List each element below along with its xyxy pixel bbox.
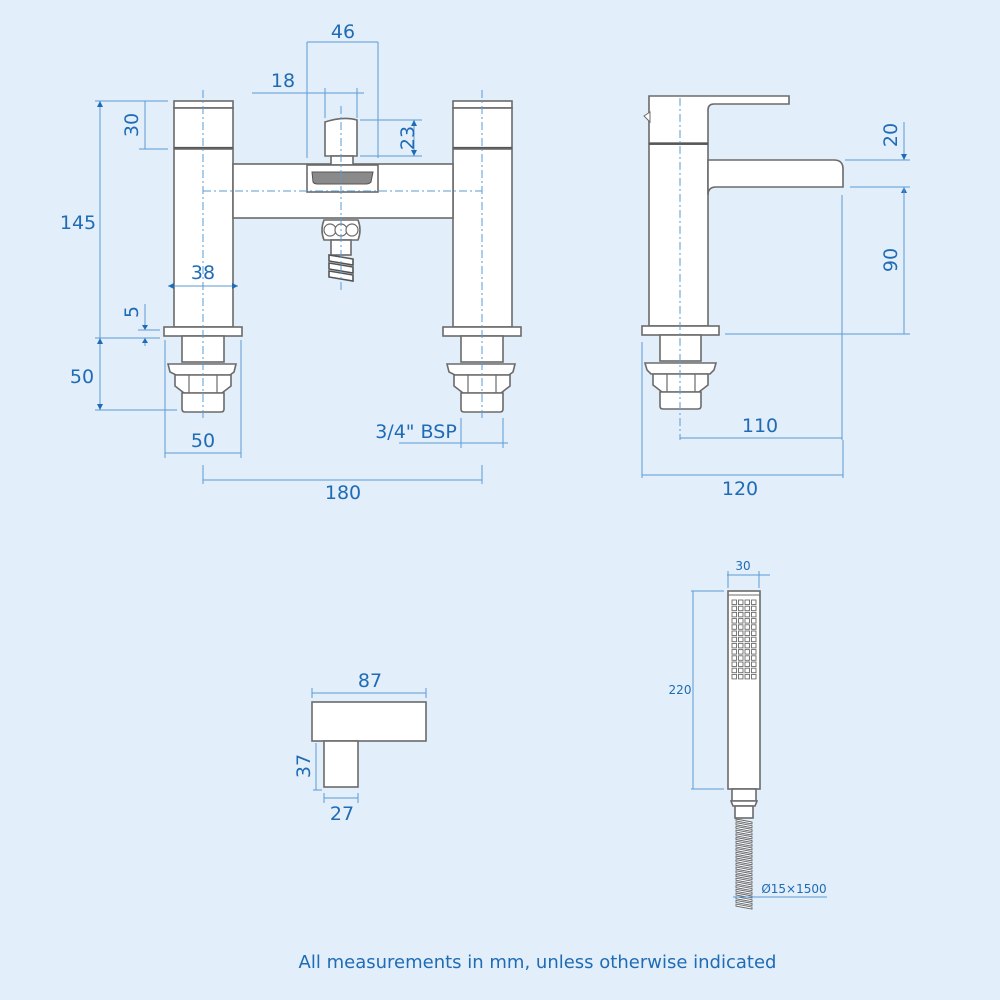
dim-220: 220 — [669, 683, 692, 697]
side-view: 20 90 110 120 — [641, 95, 910, 500]
diverter-stem — [330, 155, 354, 166]
handset-view: 30 220 Ø15×1500 — [669, 559, 827, 910]
dim-180: 180 — [325, 482, 361, 504]
dim-110: 110 — [742, 415, 778, 437]
dim-46: 46 — [331, 21, 355, 43]
handset-nut — [734, 805, 754, 819]
dim-20: 20 — [880, 123, 902, 147]
side-spout — [707, 159, 844, 196]
dim-87: 87 — [358, 670, 382, 692]
dim-90: 90 — [880, 248, 902, 272]
dim-23: 23 — [397, 126, 419, 150]
side-washer — [643, 362, 718, 375]
dim-5: 5 — [121, 306, 143, 318]
hose-icon — [735, 818, 753, 910]
dim-38: 38 — [191, 262, 215, 284]
handle-lever — [311, 701, 427, 742]
dim-50-height: 50 — [70, 366, 94, 388]
right-washer — [445, 363, 517, 376]
dim-120: 120 — [722, 478, 758, 500]
handset-body — [727, 590, 761, 790]
dim-37: 37 — [293, 754, 315, 778]
front-view: 46 18 23 30 145 38 5 — [60, 21, 522, 504]
side-tail-end — [659, 391, 702, 410]
dim-30-handset: 30 — [735, 559, 750, 573]
dim-hose: Ø15×1500 — [761, 882, 826, 896]
dim-18: 18 — [271, 70, 295, 92]
dim-27: 27 — [330, 803, 354, 825]
diverter-knob — [324, 117, 358, 157]
dim-50-width: 50 — [191, 430, 215, 452]
spray-nozzle-grid-icon — [731, 599, 757, 680]
left-tail-end — [181, 392, 225, 413]
right-tail-end — [460, 392, 504, 413]
side-lever — [648, 95, 790, 144]
handle-view: 87 37 27 — [293, 670, 427, 825]
dim-30: 30 — [121, 113, 143, 137]
handset-connector — [731, 788, 757, 802]
handle-stem — [323, 740, 359, 788]
side-body — [648, 143, 709, 327]
cradle-grip-texture — [311, 171, 374, 185]
footnote: All measurements in mm, unless otherwise… — [298, 952, 777, 973]
dim-thread-bsp: 3/4" BSP — [375, 421, 457, 443]
left-washer — [166, 363, 238, 376]
dim-145: 145 — [60, 212, 96, 234]
